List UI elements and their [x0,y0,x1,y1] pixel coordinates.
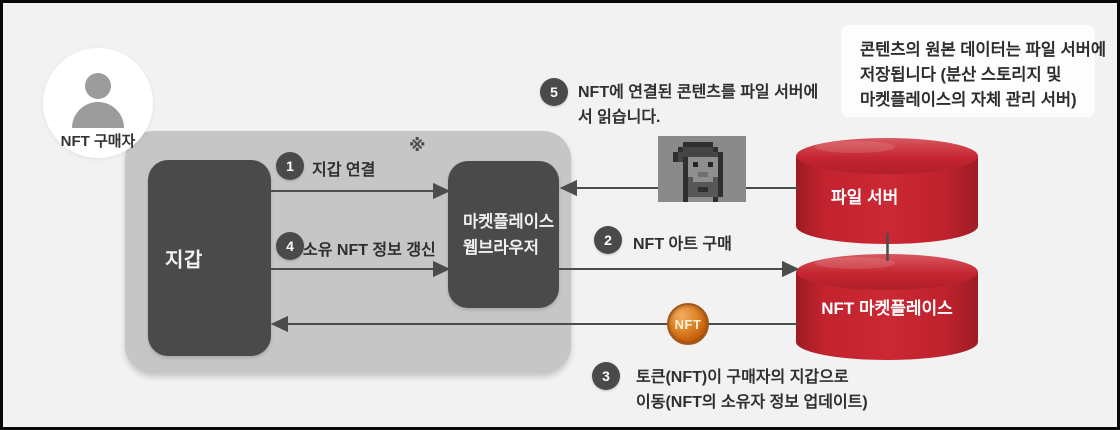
step-number-4: 4 [286,238,294,254]
step-badge-4: 4 [276,232,304,260]
nft-marketplace-cylinder [796,254,978,360]
step-number-1: 1 [286,158,294,174]
step-number-3: 3 [602,368,610,384]
nft-buyer-label: NFT 구매자 [60,133,136,150]
marketplace-browser-label-line1: 마켓플레이스 [463,212,555,231]
nft-token-coin: NFT [667,303,709,345]
step-label-2: NFT 아트 구매 [633,236,732,253]
note-box: 콘텐츠의 원본 데이터는 파일 서버에 저장됩니다 (분산 스토리지 및 마켓플… [841,25,1107,117]
note-line1: 콘텐츠의 원본 데이터는 파일 서버에 [860,41,1107,59]
step-badge-5: 5 [540,78,568,106]
step-label-5-line2: 서 읽습니다. [578,109,661,126]
step-label-4: 소유 NFT 정보 갱신 [303,242,436,259]
step-label-1: 지갑 연결 [312,162,376,179]
step-badge-3: 3 [592,362,620,390]
marketplace-browser-box: 마켓플레이스 웹브라우저 [448,161,559,308]
step-label-3: 토큰(NFT)이 구매자의 지갑으로 이동(NFT의 소유자 정보 업데이트) [636,365,868,415]
pixel-avatar-icon [673,142,728,202]
wallet-box: 지갑 [148,160,271,356]
person-body-icon [72,102,124,128]
nft-artwork-thumbnail [658,136,746,202]
step-number-2: 2 [604,232,612,248]
file-server-label: 파일 서버 [831,188,899,207]
nft-buyer-avatar: NFT 구매자 [43,48,153,158]
person-icon [85,73,111,99]
step-badge-2: 2 [594,226,622,254]
step-label-3-line2: 이동(NFT의 소유자 정보 업데이트) [636,394,868,411]
note-line3: 마켓플레이스의 자체 관리 서버) [860,91,1077,109]
wallet-label: 지갑 [165,249,203,272]
step-number-5: 5 [550,84,558,100]
file-server-cylinder [796,138,978,244]
note-line2: 저장됩니다 (분산 스토리지 및 [860,66,1062,84]
step-label-3-line1: 토큰(NFT)이 구매자의 지갑으로 [636,369,849,386]
step-label-5: NFT에 연결된 콘텐츠를 파일 서버에 서 읽습니다. [578,80,818,130]
marketplace-browser-label-line2: 웹브라우저 [463,238,539,257]
footnote-mark: ※ [409,136,426,155]
nft-coin-label: NFT [674,316,702,332]
step-label-5-line1: NFT에 연결된 콘텐츠를 파일 서버에 [578,84,819,101]
step-badge-1: 1 [276,152,304,180]
nft-marketplace-label: NFT 마켓플레이스 [821,299,953,318]
